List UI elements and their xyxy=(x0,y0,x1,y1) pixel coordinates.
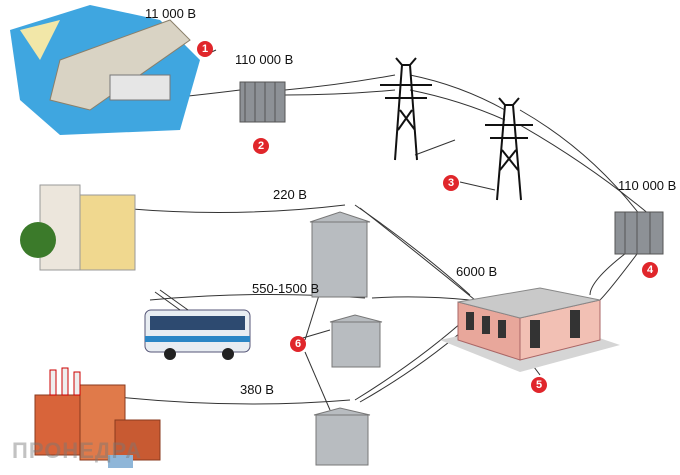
transport-voltage-label: 550-1500 В xyxy=(252,281,320,296)
watermark: ПРОНЕДРА xyxy=(12,438,143,463)
distribution-voltage-label: 6000 В xyxy=(456,264,498,279)
badge-6: 6 xyxy=(290,336,306,352)
badge-2: 2 xyxy=(253,138,269,154)
substation-in-voltage-label: 110 000 В xyxy=(618,178,677,193)
hydro-power-plant xyxy=(10,5,200,135)
badge-3: 3 xyxy=(443,175,459,191)
transformer-kiosks xyxy=(309,211,383,466)
distribution-substation xyxy=(440,287,620,372)
residential-voltage-label: 220 В xyxy=(273,187,307,202)
badge-5: 5 xyxy=(531,377,547,393)
step-down-transformer xyxy=(614,211,664,255)
badge-1: 1 xyxy=(197,41,213,57)
step-up-voltage-label: 110 000 В xyxy=(235,52,294,67)
badge-4: 4 xyxy=(642,262,658,278)
step-up-transformer xyxy=(239,81,286,123)
industrial-voltage-label: 380 В xyxy=(240,382,274,397)
plant-voltage-label: 11 000 В xyxy=(145,6,197,21)
trolleybus xyxy=(144,289,251,360)
transmission-towers xyxy=(380,57,533,201)
apartment-building xyxy=(20,184,136,271)
factory xyxy=(34,367,161,468)
